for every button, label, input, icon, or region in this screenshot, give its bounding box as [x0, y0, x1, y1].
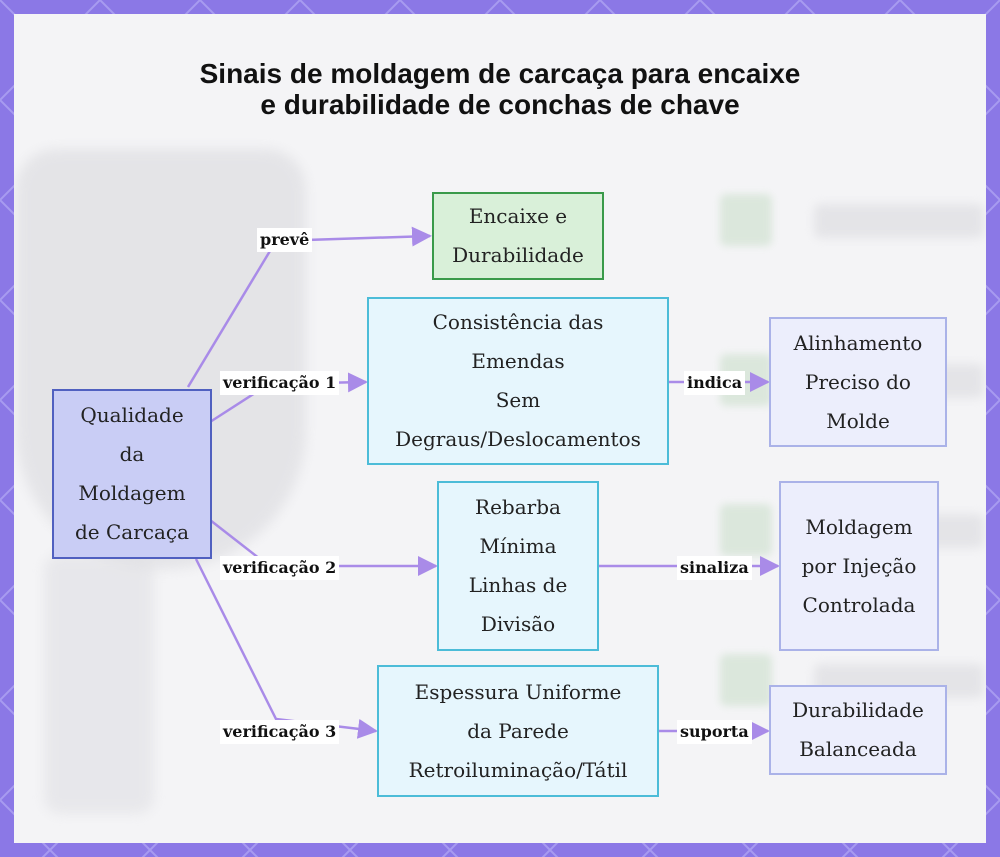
edge-label-suporta: suporta: [677, 720, 752, 744]
node-text: Linhas de: [469, 566, 568, 605]
node-text: Divisão: [469, 605, 568, 644]
node-text: por Injeção: [802, 547, 917, 586]
edge-label-indica: indica: [684, 371, 745, 395]
node-text: Balanceada: [792, 730, 924, 769]
node-text: Retroiluminação/Tátil: [409, 751, 628, 790]
node-text: da: [75, 435, 189, 474]
node-text: da Parede: [409, 712, 628, 751]
node-text: Emendas: [395, 342, 641, 381]
node-controlled-injection: Moldagem por Injeção Controlada: [779, 481, 939, 651]
node-uniform-wall: Espessura Uniforme da Parede Retroilumin…: [377, 665, 659, 797]
node-text: Sem: [395, 381, 641, 420]
node-text: Preciso do: [794, 363, 923, 402]
node-text: Espessura Uniforme: [409, 673, 628, 712]
node-text: Alinhamento: [794, 324, 923, 363]
edge-label-preve: prevê: [257, 228, 312, 252]
node-text: Durabilidade: [452, 236, 584, 275]
node-text: de Carcaça: [75, 513, 189, 552]
node-text: Moldagem: [75, 474, 189, 513]
node-text: Rebarba: [469, 488, 568, 527]
edge-label-v2: verificação 2: [220, 556, 339, 580]
node-text: Molde: [794, 402, 923, 441]
node-text: Encaixe e: [452, 197, 584, 236]
node-text: Qualidade: [75, 396, 189, 435]
node-molding-quality: Qualidade da Moldagem de Carcaça: [52, 389, 212, 559]
node-seam-consistency: Consistência das Emendas Sem Degraus/Des…: [367, 297, 669, 465]
edge-v3: [196, 559, 376, 731]
node-text: Mínima: [469, 527, 568, 566]
node-mold-alignment: Alinhamento Preciso do Molde: [769, 317, 947, 447]
diagram-canvas: Sinais de moldagem de carcaça para encai…: [14, 14, 986, 843]
node-text: Consistência das: [395, 303, 641, 342]
edge-label-v3: verificação 3: [220, 720, 339, 744]
node-text: Durabilidade: [792, 691, 924, 730]
edge-label-sinaliza: sinaliza: [677, 556, 752, 580]
node-text: Degraus/Deslocamentos: [395, 420, 641, 459]
node-balanced-durability: Durabilidade Balanceada: [769, 685, 947, 775]
node-minimal-flash: Rebarba Mínima Linhas de Divisão: [437, 481, 599, 651]
node-text: Moldagem: [802, 508, 917, 547]
node-text: Controlada: [802, 586, 917, 625]
edge-label-v1: verificação 1: [220, 371, 339, 395]
node-fit-durability: Encaixe e Durabilidade: [432, 192, 604, 280]
